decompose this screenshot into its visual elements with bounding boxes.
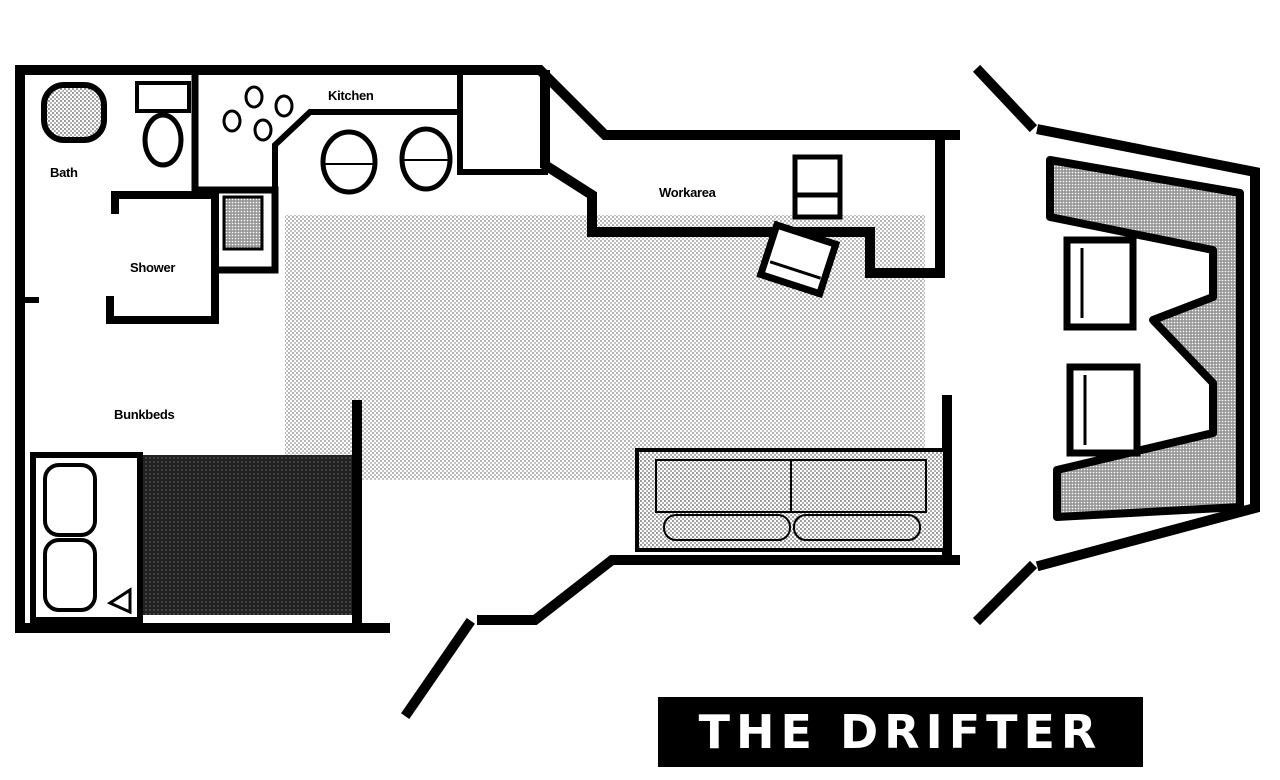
cockpit-console xyxy=(1046,156,1244,521)
room-label-bunkbeds: Bunkbeds xyxy=(114,407,175,422)
toilet-tank xyxy=(135,81,191,113)
kitchen-mat xyxy=(222,195,264,251)
sink xyxy=(41,82,107,143)
room-label-kitchen: Kitchen xyxy=(328,88,374,103)
pilot-seats xyxy=(1063,236,1141,457)
room-label-shower: Shower xyxy=(130,260,176,275)
kitchen-stools xyxy=(320,126,453,195)
room-label-workarea: Workarea xyxy=(659,185,716,200)
bunkbed xyxy=(30,452,143,623)
stove-burners xyxy=(222,85,294,142)
plan-title: THE DRIFTER xyxy=(658,697,1143,767)
sofa xyxy=(635,448,947,552)
walls xyxy=(15,64,1260,719)
toilet-bowl xyxy=(142,112,184,168)
bunk-floor xyxy=(140,455,357,615)
lounge-chair xyxy=(756,220,841,299)
desk-chair xyxy=(792,154,843,220)
room-label-bath: Bath xyxy=(50,165,78,180)
